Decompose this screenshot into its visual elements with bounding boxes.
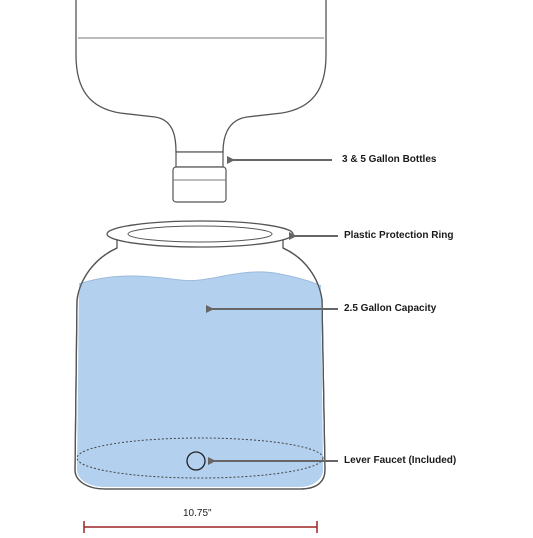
water-bottle bbox=[75, 0, 327, 203]
crock-base-dotted bbox=[76, 437, 324, 479]
faucet-label: Lever Faucet (Included) bbox=[344, 455, 457, 466]
ring-label: Plastic Protection Ring bbox=[344, 230, 454, 241]
ring-inner bbox=[127, 225, 273, 243]
water-crock bbox=[74, 240, 326, 490]
bottles-label: 3 & 5 Gallon Bottles bbox=[342, 154, 437, 165]
protection-ring bbox=[106, 220, 294, 248]
faucet-hole bbox=[186, 451, 206, 471]
bottle-neck bbox=[175, 151, 224, 168]
capacity-label: 2.5 Gallon Capacity bbox=[344, 303, 437, 314]
crock-outline-overlay bbox=[74, 247, 326, 490]
bottle-body bbox=[75, 0, 327, 153]
crock-water bbox=[77, 271, 323, 487]
water-surface-line bbox=[78, 271, 322, 287]
width-dimension bbox=[83, 521, 318, 533]
width-dimension-label: 10.75" bbox=[183, 508, 212, 519]
bottle-cap bbox=[172, 166, 227, 203]
